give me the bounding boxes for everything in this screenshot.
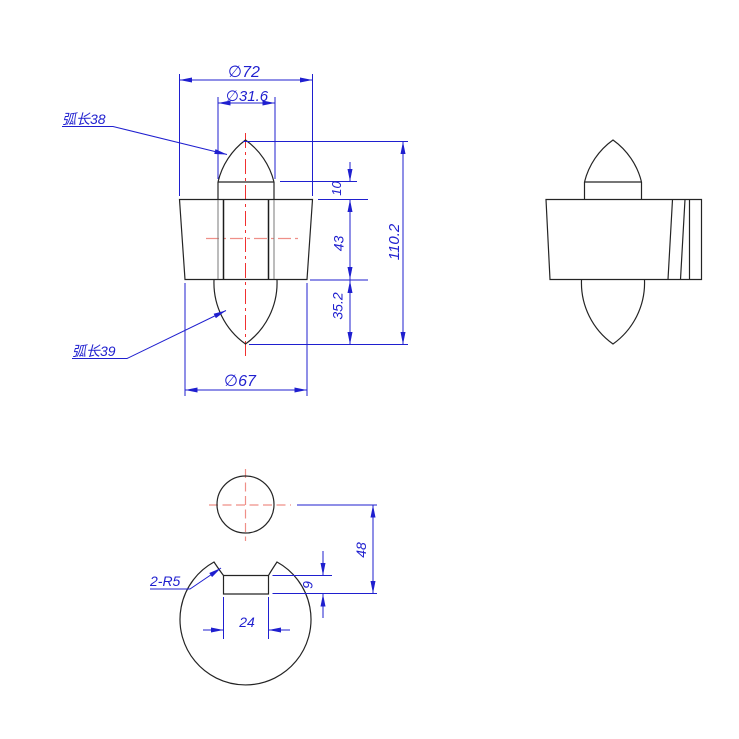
front-view: ∅72 ∅31.6 ∅67 10 43 35.2 110.2 弧长38 弧长39 xyxy=(62,64,408,396)
front-extension-lines xyxy=(179,74,408,396)
side-view xyxy=(545,139,703,345)
dim-label-9: 9 xyxy=(300,581,316,589)
dim-label-48: 48 xyxy=(353,542,369,558)
leader-arc39 xyxy=(72,310,227,359)
dim-label-110-2: 110.2 xyxy=(386,223,403,260)
front-bottom-ogive xyxy=(213,279,278,345)
front-bore-outer-lines xyxy=(217,200,275,279)
dim-label-24: 24 xyxy=(238,614,255,630)
dim-label-dia31-6: ∅31.6 xyxy=(226,88,269,105)
side-tab-edges xyxy=(667,199,691,280)
dim-label-dia72: ∅72 xyxy=(228,64,260,81)
front-body-cone xyxy=(178,198,314,281)
bottom-center-hole xyxy=(216,475,275,534)
leader-label-arc38: 弧长38 xyxy=(62,111,106,127)
front-neck-band xyxy=(217,182,275,200)
front-bore-inner-lines xyxy=(222,200,270,279)
leader-label-arc39: 弧长39 xyxy=(72,343,116,359)
dim-label-10: 10 xyxy=(329,181,344,196)
bottom-outline-circle-with-tab xyxy=(179,561,312,686)
dim-label-43: 43 xyxy=(331,236,347,252)
side-top-ogive xyxy=(583,139,643,183)
leader-label-2r5: 2-R5 xyxy=(149,573,181,589)
dim-label-35-2: 35.2 xyxy=(330,292,346,319)
bottom-view: 48 9 24 2-R5 xyxy=(149,469,377,686)
bottom-extension-lines xyxy=(223,504,377,639)
side-bottom-ogive xyxy=(580,279,646,345)
front-top-ogive xyxy=(217,139,275,183)
leader-fillet-2r5 xyxy=(150,567,222,590)
side-body xyxy=(545,198,703,281)
side-neck-band xyxy=(583,182,643,200)
leader-arc38 xyxy=(62,126,228,155)
dim-label-dia67: ∅67 xyxy=(224,373,257,390)
